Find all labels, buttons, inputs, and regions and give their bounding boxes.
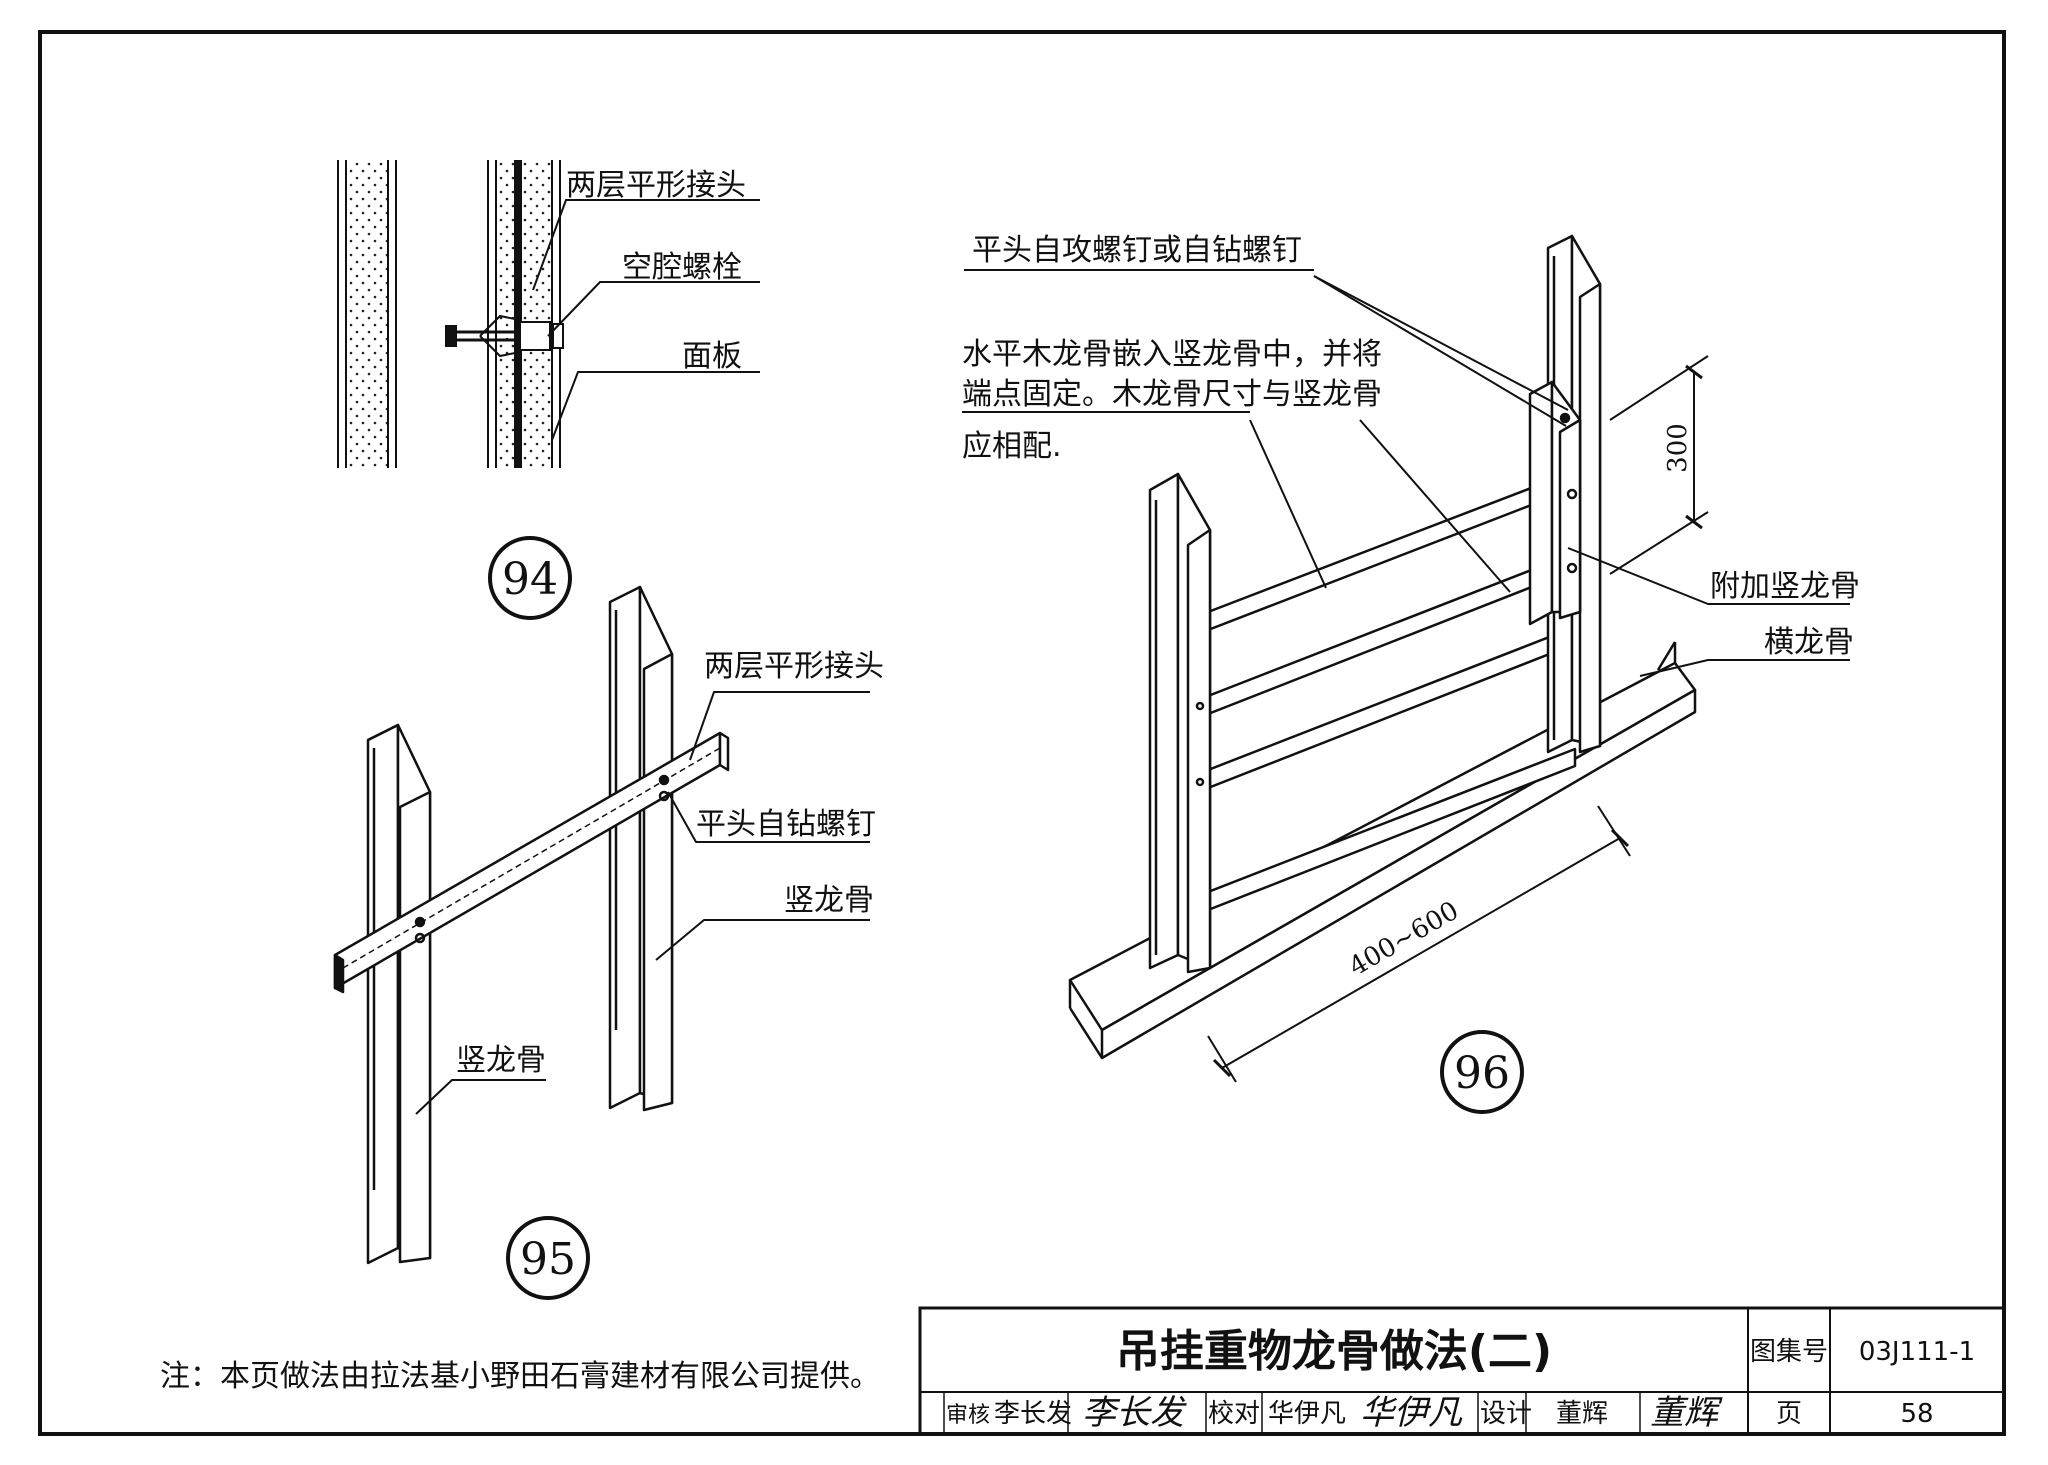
detail-96-note-line-2: 端点固定。木龙骨尺寸与竖龙骨 xyxy=(962,377,1382,412)
detail-96-marker: 96 xyxy=(1440,1030,1524,1114)
checker-name: 华伊凡 xyxy=(1268,1399,1346,1429)
designer-signature: 董辉 xyxy=(1650,1393,1723,1433)
detail-96-dim-vertical: 300 xyxy=(1663,423,1693,473)
atlas-number: 03J111-1 xyxy=(1859,1337,1975,1367)
detail-96-label-track: 横龙骨 xyxy=(1764,625,1854,660)
atlas-label: 图集号 xyxy=(1750,1337,1828,1367)
detail-94-marker: 94 xyxy=(488,536,572,620)
design-label: 设计 xyxy=(1480,1399,1532,1429)
detail-96-drawing xyxy=(962,234,1850,1083)
detail-94-label-2: 空腔螺栓 xyxy=(622,250,742,285)
detail-95-label-4: 竖龙骨 xyxy=(456,1043,546,1078)
detail-95-marker: 95 xyxy=(506,1216,590,1300)
detail-94-label-1: 两层平形接头 xyxy=(566,168,746,203)
detail-95-drawing xyxy=(333,585,870,1265)
detail-94-label-3: 面板 xyxy=(682,339,742,374)
detail-95-label-1: 两层平形接头 xyxy=(704,649,884,684)
detail-94-number: 94 xyxy=(502,554,558,605)
checker-signature: 华伊凡 xyxy=(1360,1393,1463,1433)
detail-94-labels: 两层平形接头 空腔螺栓 面板 xyxy=(566,168,746,374)
page-note: 注：本页做法由拉法基小野田石膏建材有限公司提供。 xyxy=(160,1359,880,1394)
detail-96-screw-label: 平头自攻螺钉或自钻螺钉 xyxy=(972,233,1302,268)
detail-95-labels: 两层平形接头 平头自钻螺钉 竖龙骨 竖龙骨 xyxy=(456,649,884,1078)
detail-95-number: 95 xyxy=(520,1234,576,1285)
detail-96-label-extra-stud: 附加竖龙骨 xyxy=(1710,569,1860,604)
detail-96-note-line-3: 应相配. xyxy=(962,429,1062,464)
drawing-title: 吊挂重物龙骨做法(二) xyxy=(1116,1326,1552,1377)
page-number: 58 xyxy=(1900,1399,1933,1429)
check-label: 校对 xyxy=(1208,1399,1260,1429)
detail-94-drawing xyxy=(337,160,760,468)
detail-96-number: 96 xyxy=(1454,1048,1510,1099)
detail-96-note-line-1: 水平木龙骨嵌入竖龙骨中，并将 xyxy=(962,337,1382,372)
detail-95-label-2: 平头自钻螺钉 xyxy=(696,807,876,842)
designer-name: 董辉 xyxy=(1556,1399,1608,1429)
page-label: 页 xyxy=(1776,1399,1802,1429)
detail-95-label-3: 竖龙骨 xyxy=(784,883,874,918)
review-label: 审核 xyxy=(946,1403,990,1428)
title-block xyxy=(918,1306,2006,1436)
reviewer-name: 李长发 xyxy=(994,1399,1072,1429)
reviewer-signature: 李长发 xyxy=(1082,1393,1187,1433)
